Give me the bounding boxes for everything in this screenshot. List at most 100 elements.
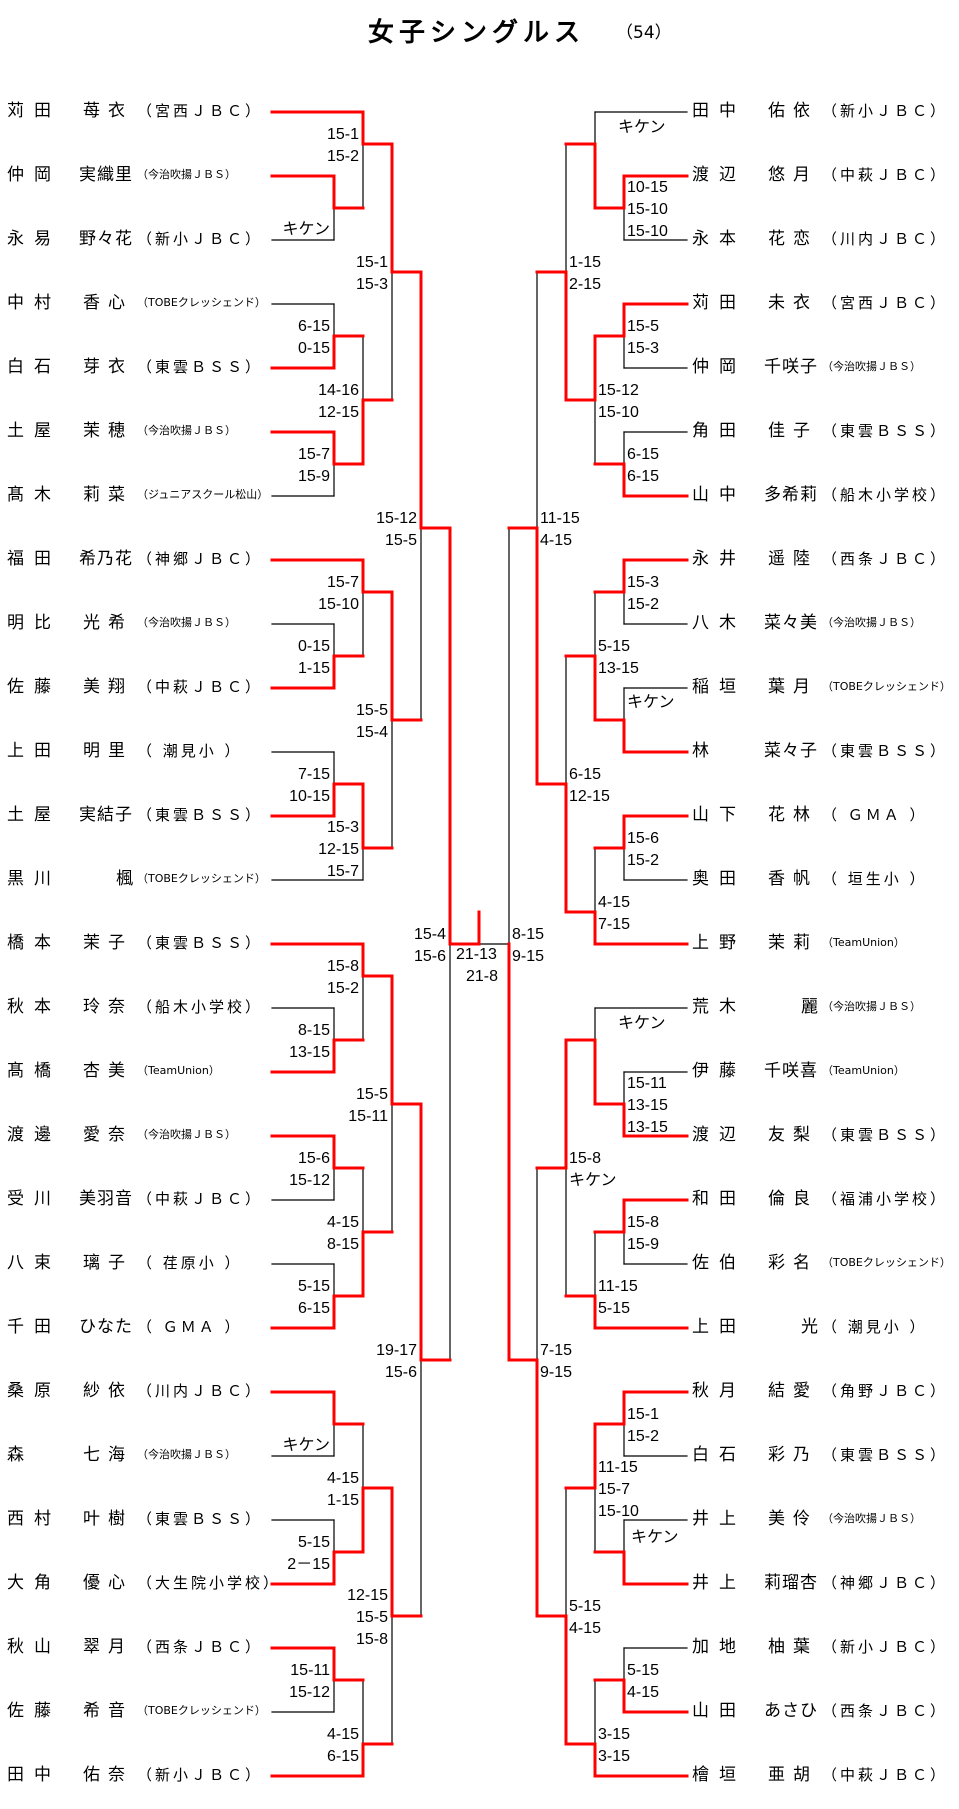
player-entry: 伊藤千咲喜（TeamUnion） bbox=[692, 1060, 958, 1082]
match-score: 15-1 bbox=[355, 254, 388, 271]
match-score: 15-12 bbox=[289, 1684, 330, 1701]
player-entry: 仲岡千咲子（今治吹揚ＪＢＳ） bbox=[692, 356, 958, 378]
player-given-name: 七海 bbox=[83, 1445, 133, 1465]
player-entry: 渡邊愛奈（今治吹揚ＪＢＳ） bbox=[7, 1124, 273, 1146]
player-club: （東雲ＢＳＳ） bbox=[822, 742, 949, 760]
match-score: 11-15 bbox=[598, 1459, 638, 1476]
player-club: （今治吹揚ＪＢＳ） bbox=[137, 616, 236, 629]
player-entry: 大角優心（大生院小学校） bbox=[7, 1572, 278, 1594]
player-club: （TeamUnion） bbox=[137, 1064, 220, 1077]
final-score: 21-13 bbox=[456, 946, 497, 963]
player-club: （中萩ＪＢＣ） bbox=[822, 1766, 949, 1784]
player-given-name: 莉瑠杏 bbox=[764, 1573, 818, 1593]
match-score: 15-5 bbox=[384, 532, 417, 549]
player-surname: 中村 bbox=[7, 293, 61, 313]
player-given-name: 光希 bbox=[83, 613, 133, 633]
match-score: キケン bbox=[569, 1172, 617, 1189]
player-club: （新小ＪＢＣ） bbox=[822, 102, 949, 120]
player-given-name: 芽衣 bbox=[83, 357, 133, 377]
player-entry: 渡辺悠月（中萩ＪＢＣ） bbox=[692, 164, 958, 186]
match-score: 8-15 bbox=[512, 926, 545, 943]
player-given-name: 茉子 bbox=[83, 933, 133, 953]
player-entry: 髙橋杏美（TeamUnion） bbox=[7, 1060, 273, 1082]
player-surname: 林 bbox=[692, 741, 719, 761]
player-entry: 森七海（今治吹揚ＪＢＳ） bbox=[7, 1444, 273, 1466]
match-score: 15-2 bbox=[627, 1428, 660, 1445]
player-given-name: 紗依 bbox=[83, 1381, 133, 1401]
player-given-name: 多希莉 bbox=[764, 485, 818, 505]
player-club: （今治吹揚ＪＢＳ） bbox=[822, 1000, 921, 1013]
player-surname: 山中 bbox=[692, 485, 746, 505]
player-surname: 永易 bbox=[7, 229, 61, 249]
player-surname: 上田 bbox=[7, 741, 61, 761]
player-given-name: 茉莉 bbox=[768, 933, 818, 953]
match-score: 7-15 bbox=[297, 766, 330, 783]
match-score: キケン bbox=[631, 1529, 679, 1546]
player-given-name: 美羽音 bbox=[79, 1189, 133, 1209]
player-surname: 秋月 bbox=[692, 1381, 746, 1401]
match-score: 13-15 bbox=[627, 1097, 668, 1114]
player-entry: 佐藤美翔（中萩ＪＢＣ） bbox=[7, 676, 273, 698]
player-club: （TOBEクレッシェンド） bbox=[137, 296, 266, 309]
match-score: 12-15 bbox=[347, 1587, 388, 1604]
match-score: 0-15 bbox=[297, 638, 330, 655]
player-surname: 福田 bbox=[7, 549, 61, 569]
player-surname: 西村 bbox=[7, 1509, 61, 1529]
player-given-name: 愛奈 bbox=[83, 1125, 133, 1145]
player-club: （ ＧＭＡ ） bbox=[822, 806, 928, 824]
player-entry: 千田ひなた（ ＧＭＡ ） bbox=[7, 1316, 273, 1338]
match-score: 15-8 bbox=[326, 958, 359, 975]
player-club: （TOBEクレッシェンド） bbox=[822, 680, 951, 693]
player-entry: 永井遥陸（西条ＪＢＣ） bbox=[692, 548, 958, 570]
match-score: 0-15 bbox=[297, 340, 330, 357]
player-surname: 檜垣 bbox=[692, 1765, 746, 1785]
match-score: 15-10 bbox=[627, 223, 668, 240]
player-club: （新小ＪＢＣ） bbox=[822, 1638, 949, 1656]
match-score: 15-5 bbox=[355, 1609, 388, 1626]
player-club: （西条ＪＢＣ） bbox=[137, 1638, 264, 1656]
match-score: 13-15 bbox=[598, 660, 639, 677]
player-entry: 白石彩乃（東雲ＢＳＳ） bbox=[692, 1444, 958, 1466]
player-entry: 桑原紗依（川内ＪＢＣ） bbox=[7, 1380, 273, 1402]
player-surname: 白石 bbox=[692, 1445, 746, 1465]
player-surname: 土屋 bbox=[7, 805, 61, 825]
match-score: 1-15 bbox=[326, 1492, 359, 1509]
match-score: 7-15 bbox=[598, 916, 631, 933]
match-score: 15-12 bbox=[289, 1172, 330, 1189]
player-given-name: 実結子 bbox=[79, 805, 133, 825]
player-given-name: 結愛 bbox=[768, 1381, 818, 1401]
player-surname: 角田 bbox=[692, 421, 746, 441]
player-surname: 大角 bbox=[7, 1573, 61, 1593]
player-surname: 稲垣 bbox=[692, 677, 746, 697]
match-score: 15-2 bbox=[627, 852, 660, 869]
player-entry: 奥田香帆（ 垣生小 ） bbox=[692, 868, 958, 890]
player-given-name: 希音 bbox=[83, 1701, 133, 1721]
player-club: （新小ＪＢＣ） bbox=[137, 230, 264, 248]
player-club: （ 垣生小 ） bbox=[822, 870, 928, 888]
player-entry: 檜垣亜胡（中萩ＪＢＣ） bbox=[692, 1764, 958, 1786]
player-given-name: 遥陸 bbox=[768, 549, 818, 569]
match-score: 15-6 bbox=[297, 1150, 330, 1167]
player-entry: 秋月結愛（角野ＪＢＣ） bbox=[692, 1380, 958, 1402]
match-score: 1-15 bbox=[297, 660, 330, 677]
player-club: （東雲ＢＳＳ） bbox=[137, 1510, 264, 1528]
match-score: 12-15 bbox=[318, 841, 359, 858]
player-club: （今治吹揚ＪＢＳ） bbox=[822, 1512, 921, 1525]
player-club: （西条ＪＢＣ） bbox=[822, 550, 949, 568]
match-score: 15-8 bbox=[627, 1214, 660, 1231]
player-club: （今治吹揚ＪＢＳ） bbox=[137, 1448, 236, 1461]
player-surname: 山田 bbox=[692, 1701, 746, 1721]
match-score: 7-15 bbox=[540, 1342, 573, 1359]
player-surname: 髙橋 bbox=[7, 1061, 61, 1081]
player-entry: 角田佳子（東雲ＢＳＳ） bbox=[692, 420, 958, 442]
player-club: （神郷ＪＢＣ） bbox=[822, 1574, 949, 1592]
player-entry: 田中佑依（新小ＪＢＣ） bbox=[692, 100, 958, 122]
match-score: 15-10 bbox=[598, 404, 639, 421]
player-given-name: 佑奈 bbox=[83, 1765, 133, 1785]
player-club: （今治吹揚ＪＢＳ） bbox=[822, 360, 921, 373]
player-surname: 和田 bbox=[692, 1189, 746, 1209]
player-club: （東雲ＢＳＳ） bbox=[822, 1446, 949, 1464]
player-given-name: 麗 bbox=[801, 997, 818, 1017]
match-score: 15-4 bbox=[413, 926, 446, 943]
player-surname: 土屋 bbox=[7, 421, 61, 441]
